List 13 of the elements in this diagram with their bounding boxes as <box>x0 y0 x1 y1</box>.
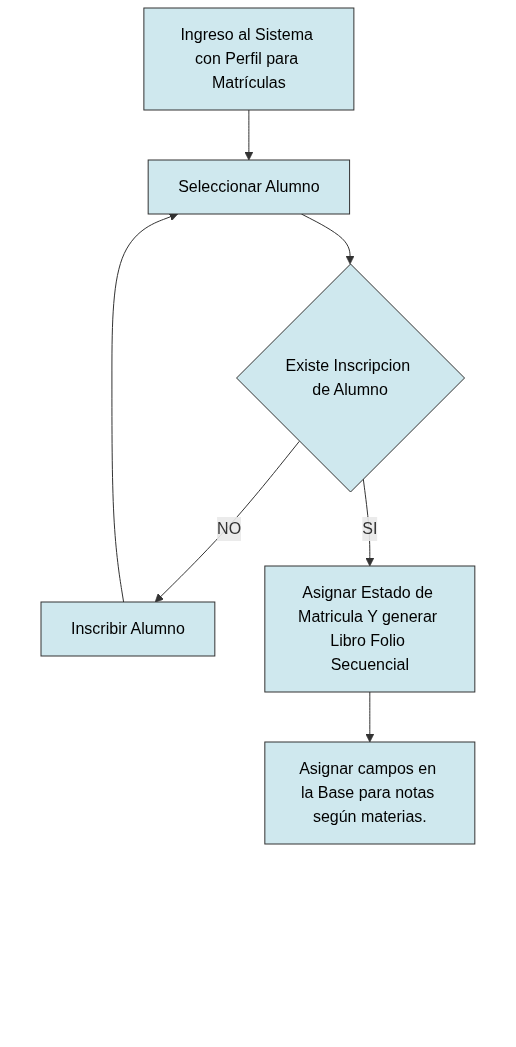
arrow <box>301 213 355 265</box>
node-box: Inscribir Alumno <box>40 601 216 657</box>
node-box: Asignar campos en la Base para notas según materias. <box>264 741 476 845</box>
node-box: Asignar Estado de Matricula Y generar Libro Folio Secuencial <box>264 565 476 693</box>
node-box: Ingreso al Sistema con Perfil para Matrículas <box>143 7 355 111</box>
arrow <box>244 109 254 161</box>
node-box: Seleccionar Alumno <box>147 159 351 215</box>
arrow <box>365 691 375 743</box>
edge-label: SI <box>362 520 378 537</box>
arrow <box>154 440 300 603</box>
node-diamond: Existe Inscripcion de Alumno <box>236 263 466 493</box>
edge-label: NO <box>217 520 242 537</box>
arrow <box>362 478 375 567</box>
